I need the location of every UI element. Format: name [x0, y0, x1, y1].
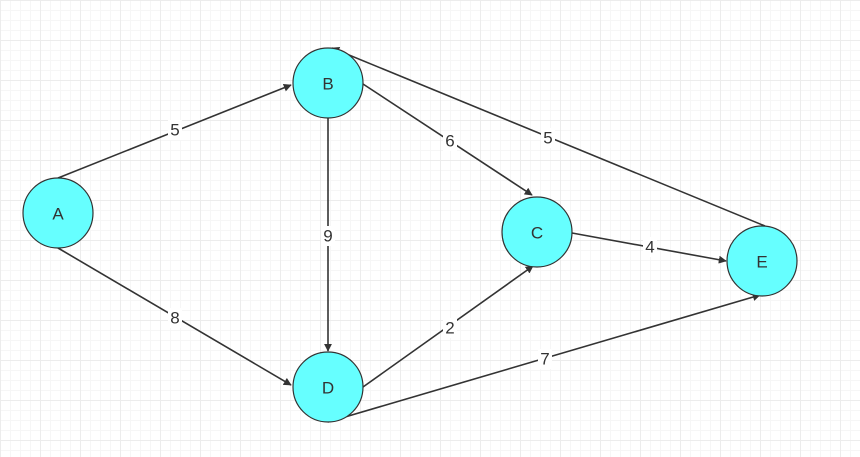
- edge-d-c: 2: [362, 265, 534, 388]
- edge-weight-label: 9: [323, 227, 332, 246]
- edge-weight-label: 5: [170, 121, 179, 140]
- edges-layer: 5 8 9 6 2 4 7 5: [57, 47, 766, 423]
- node-circle: [292, 351, 364, 423]
- edge-label-background: [538, 349, 552, 369]
- edge-weight-label: 5: [543, 129, 552, 148]
- edge-label-background: [443, 318, 457, 338]
- node-circle: [292, 47, 364, 119]
- node-b: B: [292, 47, 364, 119]
- edge-e-b: 5: [331, 47, 766, 227]
- edge-b-d: 9: [321, 118, 335, 352]
- node-label: C: [531, 224, 543, 243]
- node-d: D: [292, 351, 364, 423]
- node-circle: [501, 196, 573, 268]
- edge-a-d: 8: [57, 247, 292, 386]
- edge-label-background: [168, 308, 182, 328]
- node-circle: [22, 177, 94, 249]
- edge-label-background: [443, 131, 457, 151]
- node-c: C: [501, 196, 573, 268]
- nodes-layer: A B C D E: [22, 47, 798, 423]
- node-circle: [726, 225, 798, 297]
- edge-weight-label: 6: [445, 132, 454, 151]
- edge-weight-label: 8: [170, 309, 179, 328]
- node-e: E: [726, 225, 798, 297]
- edge-weight-label: 7: [540, 350, 549, 369]
- edge-label-background: [541, 128, 555, 148]
- edge-label-background: [168, 120, 182, 140]
- node-label: E: [756, 253, 767, 272]
- node-label: A: [52, 205, 64, 224]
- edge-weight-label: 2: [445, 319, 454, 338]
- edge-label-background: [643, 237, 657, 257]
- edge-c-e: 4: [571, 232, 727, 264]
- edge-weight-label: 4: [645, 238, 654, 257]
- node-label: B: [322, 75, 333, 94]
- edge-label-background: [321, 226, 335, 246]
- node-a: A: [22, 177, 94, 249]
- node-label: D: [322, 379, 334, 398]
- edge-b-c: 6: [362, 83, 533, 196]
- edge-a-b: 5: [57, 83, 292, 179]
- edge-d-e: 7: [327, 293, 761, 423]
